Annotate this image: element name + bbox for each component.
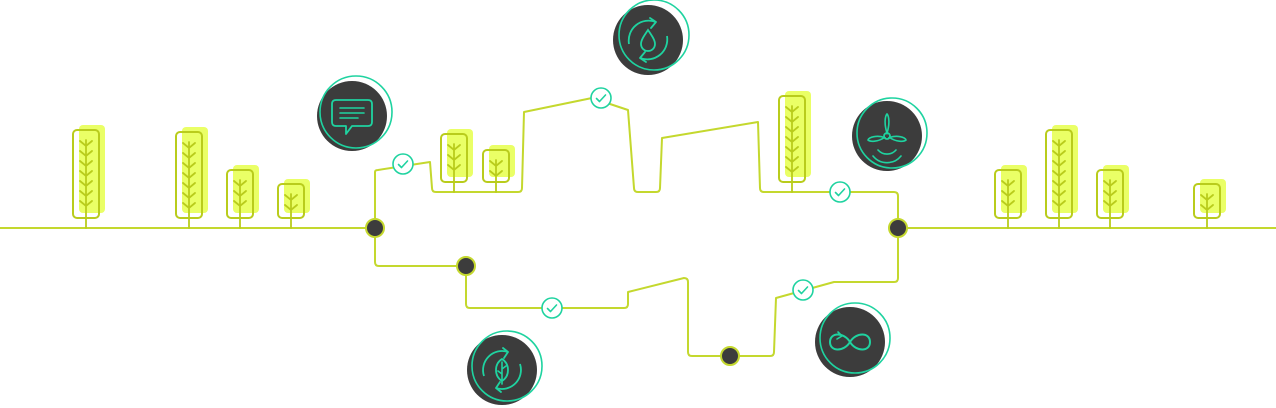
infinity-icon [815, 302, 891, 377]
tree-6 [482, 145, 515, 193]
tree-10 [1096, 165, 1129, 229]
tree-2 [175, 127, 208, 229]
checkpoint-lower-right [792, 279, 814, 301]
chat-bubble-icon [317, 75, 393, 151]
junction-node-right [888, 218, 908, 238]
tree-4 [277, 179, 310, 229]
tree-3 [226, 165, 259, 229]
leaf-cycle-icon [467, 330, 543, 405]
lower-path [374, 228, 899, 357]
junction-node-lower-2 [720, 346, 740, 366]
junction-node-lower-1 [456, 256, 476, 276]
trees-group [72, 91, 1226, 229]
tree-9 [1045, 125, 1078, 229]
tree-5 [440, 129, 473, 193]
tree-7 [778, 91, 811, 193]
checkpoint-lower-left [541, 297, 563, 319]
checkpoint-upper-left [392, 153, 414, 175]
junction-node-left [365, 218, 385, 238]
wind-turbine-icon [852, 97, 928, 171]
tree-11 [1193, 179, 1226, 229]
water-cycle-icon [613, 0, 690, 75]
tree-8 [994, 165, 1027, 229]
upper-path [374, 97, 899, 228]
checkpoint-upper-top [590, 87, 612, 109]
checkpoint-upper-right [829, 181, 851, 203]
tree-1 [72, 125, 105, 229]
